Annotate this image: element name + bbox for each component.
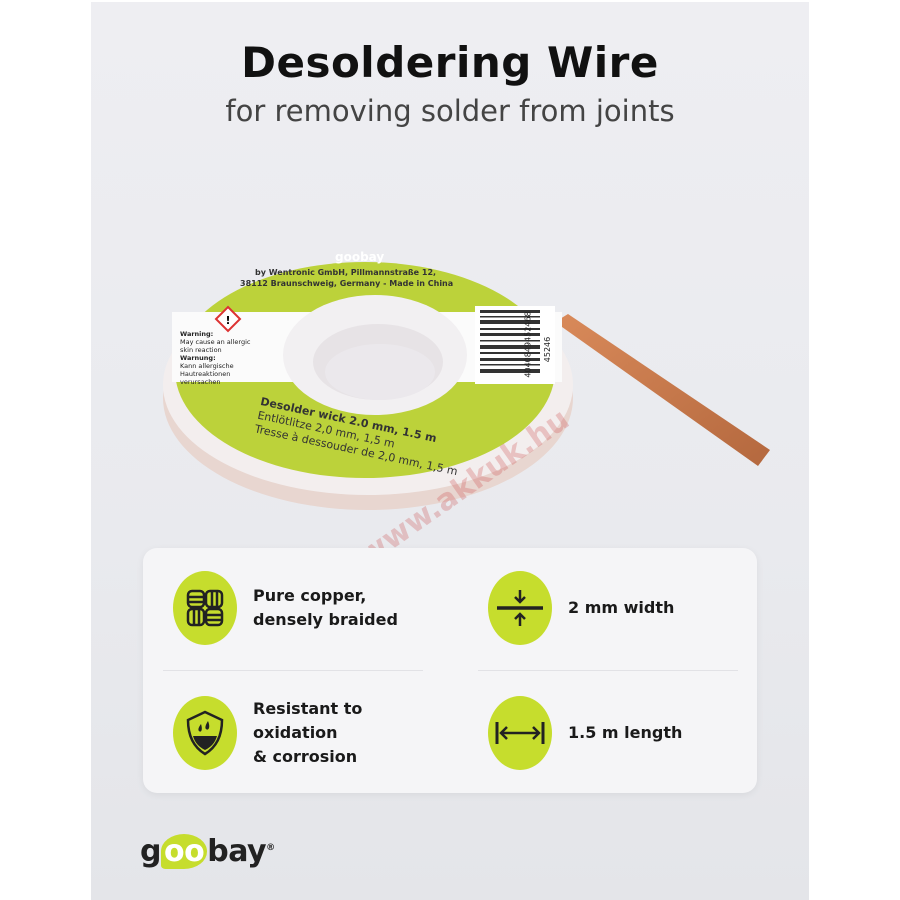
label-article-number: 45246: [543, 336, 553, 363]
braided-copper-icon: [173, 571, 237, 645]
warning-de-text: Kann allergische Hautreaktionen verursac…: [180, 362, 234, 386]
feature-resistant: Resistant to oxidation & corrosion: [173, 696, 362, 770]
features-card: Pure copper, densely braided 2 mm width …: [143, 548, 757, 793]
divider: [163, 670, 423, 671]
feature-width: 2 mm width: [488, 571, 674, 645]
length-arrows-icon: [488, 696, 552, 770]
copper-braid: [555, 314, 770, 466]
shield-drop-icon: [173, 696, 237, 770]
warning-en-text: May cause an allergic skin reaction: [180, 338, 251, 354]
label-brand: goobay: [335, 250, 385, 264]
label-barcode-number: 4040849452468: [523, 311, 533, 378]
feature-label: Pure copper, densely braided: [253, 586, 398, 629]
feature-pure-copper: Pure copper, densely braided: [173, 571, 398, 645]
hazard-pictogram-icon: [214, 305, 242, 333]
desolder-wick-spool-image: !: [163, 262, 770, 510]
width-arrows-icon: [488, 571, 552, 645]
feature-length: 1.5 m length: [488, 696, 682, 770]
feature-label: 2 mm width: [568, 598, 675, 617]
feature-label: 1.5 m length: [568, 723, 683, 742]
svg-text:!: !: [225, 314, 230, 327]
divider: [478, 670, 738, 671]
feature-label: Resistant to oxidation & corrosion: [253, 699, 363, 766]
warning-de-title: Warnung:: [180, 354, 216, 362]
page-title: Desoldering Wire: [241, 38, 659, 87]
warning-en-title: Warning:: [180, 330, 214, 338]
label-address-2: 38112 Braunschweig, Germany - Made in Ch…: [240, 279, 454, 288]
page-subtitle: for removing solder from joints: [225, 94, 675, 128]
label-address-1: by Wentronic GmbH, Pillmannstraße 12,: [255, 268, 437, 277]
